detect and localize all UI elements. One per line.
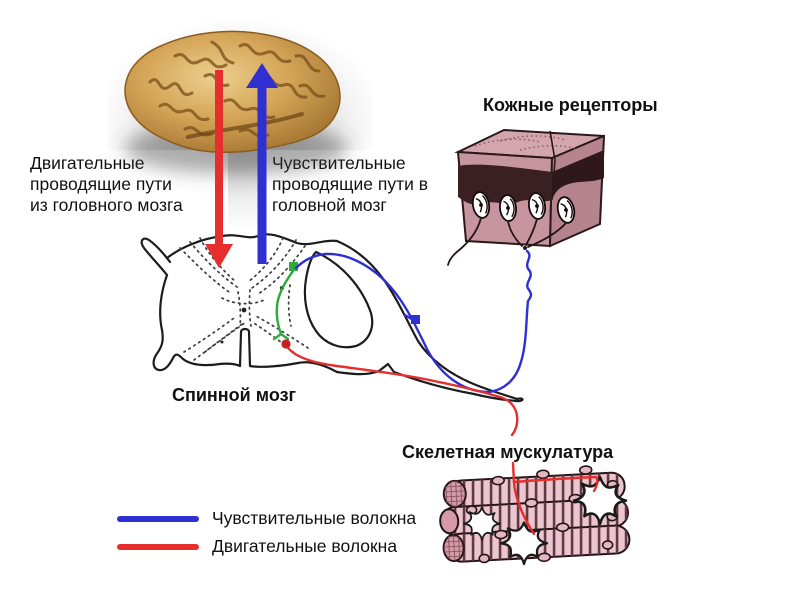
motor-neuron-soma [281, 339, 291, 349]
sensory-fiber-swatch [117, 515, 199, 522]
motor-fiber-swatch [117, 543, 199, 550]
muscle-nuclei [465, 465, 619, 564]
motor-fiber-path [286, 346, 599, 536]
interneuron-green-path [272, 262, 298, 341]
sensory-pathways-label-line3: головной мозг [272, 195, 387, 215]
skin-receptors-illustration [447, 128, 606, 266]
skin-receptors-caption: Кожные рецепторы [483, 95, 658, 115]
sensory-fiber-node-square [411, 315, 420, 324]
motor-pathways-label-line2: проводящие пути [30, 174, 172, 194]
sensory-pathways-label-line1: Чувствительные [272, 153, 406, 173]
sensory-fiber-label: Чувствительные волокна [212, 508, 417, 528]
skeletal-muscle-illustration [439, 465, 631, 566]
legend-item-motor-fibers: Двигательные волокна [117, 536, 397, 557]
spinal-cord-caption: Спинной мозг [172, 385, 297, 405]
receptor-fibers [447, 217, 567, 266]
motor-pathways-label-line3: из головного мозга [30, 195, 183, 215]
gray-matter-stipple [179, 237, 309, 361]
skeletal-muscles-caption: Скелетная мускулатура [402, 442, 614, 462]
epidermis-band [458, 164, 552, 205]
legend-item-sensory-fibers: Чувствительные волокна [117, 508, 416, 529]
spinal-cord-illustration [140, 233, 524, 403]
motor-end-plates [463, 475, 628, 566]
receptor-corpuscles [471, 191, 576, 224]
sensory-pathways-label: Чувствительные проводящие пути в головно… [266, 150, 429, 233]
motor-fiber-label: Двигательные волокна [212, 536, 398, 556]
motor-pathways-label-line1: Двигательные [30, 153, 145, 173]
sensory-fiber-path [294, 249, 533, 394]
sensory-pathways-label-line2: проводящие пути в [272, 174, 429, 194]
sensory-synapse-square [289, 262, 298, 271]
motor-pathways-label: Двигательные проводящие пути из головног… [12, 150, 228, 233]
